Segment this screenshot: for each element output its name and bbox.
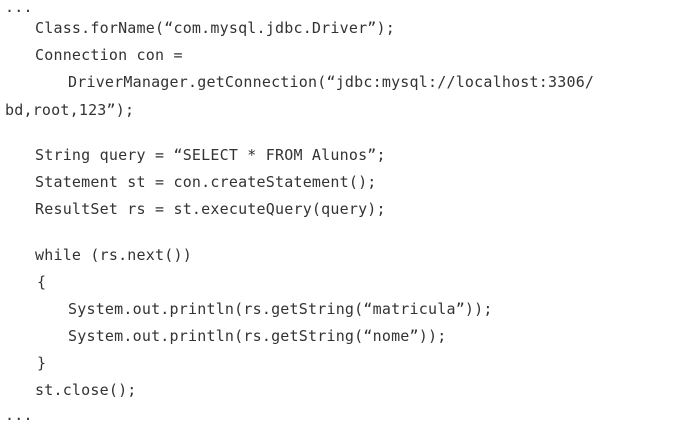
- code-line-resultset: ResultSet rs = st.executeQuery(query);: [35, 200, 386, 218]
- code-line-st-close: st.close();: [35, 381, 137, 399]
- code-line-open-brace: {: [37, 273, 47, 291]
- code-line-println-nome: System.out.println(rs.getString(“nome”))…: [68, 327, 447, 345]
- code-line-connection-decl: Connection con =: [35, 46, 183, 64]
- code-line-query-string: String query = “SELECT * FROM Alunos”;: [35, 146, 386, 164]
- code-line-close-brace: }: [37, 354, 47, 372]
- code-line-get-connection-cont: bd,root,123”);: [5, 101, 135, 119]
- code-line-class-forname: Class.forName(“com.mysql.jdbc.Driver”);: [35, 19, 395, 37]
- code-line-while: while (rs.next()): [35, 246, 192, 264]
- code-line-ellipsis-start: ...: [5, 0, 33, 16]
- code-line-get-connection: DriverManager.getConnection(“jdbc:mysql:…: [68, 73, 595, 91]
- code-line-statement: Statement st = con.createStatement();: [35, 173, 377, 191]
- code-line-println-matricula: System.out.println(rs.getString(“matricu…: [68, 300, 493, 318]
- code-line-ellipsis-end: ...: [5, 406, 33, 424]
